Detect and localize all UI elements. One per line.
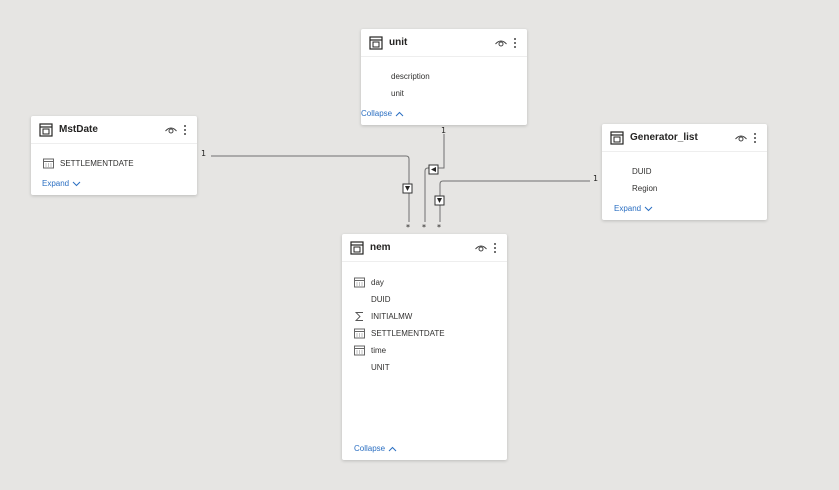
field-duid[interactable]: DUID [632,167,652,176]
eye-icon[interactable] [164,123,178,137]
cardinality-many-unit: * [422,223,426,232]
field-duid[interactable]: DUID [371,295,391,304]
table-icon [610,130,624,145]
field-initialmw[interactable]: INITIALMW [342,308,507,325]
calendar-icon [354,345,365,356]
more-options-icon[interactable] [511,36,519,50]
cardinality-many-mstdate: * [406,223,410,232]
field-settlementdate[interactable]: SETTLEMENTDATE [342,325,507,342]
field-settlementdate[interactable]: SETTLEMENTDATE [31,155,197,172]
table-card-unit[interactable]: unit description unit Collapse [361,29,527,125]
more-options-icon[interactable] [751,131,759,145]
cardinality-one-unit: 1 [441,126,447,135]
more-options-icon[interactable] [491,241,499,255]
chevron-up-icon [388,446,397,451]
eye-icon[interactable] [494,36,508,50]
chevron-down-icon [644,206,653,211]
field-unit[interactable]: UNIT [371,363,390,372]
field-unit[interactable]: unit [391,89,404,98]
table-card-generator-list[interactable]: Generator_list DUID Region Expand [602,124,767,220]
calendar-icon [354,277,365,288]
table-title: Generator_list [630,132,698,143]
relationship-mstdate-nem[interactable] [211,155,410,222]
table-header[interactable]: nem [342,234,507,262]
eye-icon[interactable] [734,131,748,145]
table-title: unit [389,37,408,48]
field-time[interactable]: time [342,342,507,359]
table-card-mstdate[interactable]: MstDate SETTLEMENTDATE Expand [31,116,197,195]
filter-arrow-icon [428,164,439,175]
expand-link[interactable]: Expand [614,204,653,213]
cardinality-one-mstdate: 1 [201,149,207,158]
relationship-generator-nem[interactable] [439,180,590,222]
filter-arrow-icon [434,195,445,206]
field-region[interactable]: Region [632,184,658,193]
collapse-link[interactable]: Collapse [354,444,397,453]
collapse-link[interactable]: Collapse [361,109,404,118]
field-description[interactable]: description [391,72,430,81]
table-title: nem [370,242,391,253]
relationship-unit-nem[interactable] [424,134,445,222]
calendar-icon [354,328,365,339]
chevron-up-icon [395,111,404,116]
table-icon [369,35,383,50]
table-title: MstDate [59,124,98,135]
table-card-nem[interactable]: nem day DUID INITIALMW [342,234,507,460]
eye-icon[interactable] [474,241,488,255]
table-icon [39,122,53,137]
expand-link[interactable]: Expand [42,179,81,188]
sigma-icon [354,312,363,321]
table-header[interactable]: unit [361,29,527,57]
table-icon [350,240,364,255]
calendar-icon [43,158,54,169]
cardinality-one-generator: 1 [593,174,599,183]
filter-arrow-icon [402,183,413,194]
table-header[interactable]: MstDate [31,116,197,144]
more-options-icon[interactable] [181,123,189,137]
field-day[interactable]: day [342,274,507,291]
table-header[interactable]: Generator_list [602,124,767,152]
cardinality-many-generator: * [437,223,441,232]
chevron-down-icon [72,181,81,186]
